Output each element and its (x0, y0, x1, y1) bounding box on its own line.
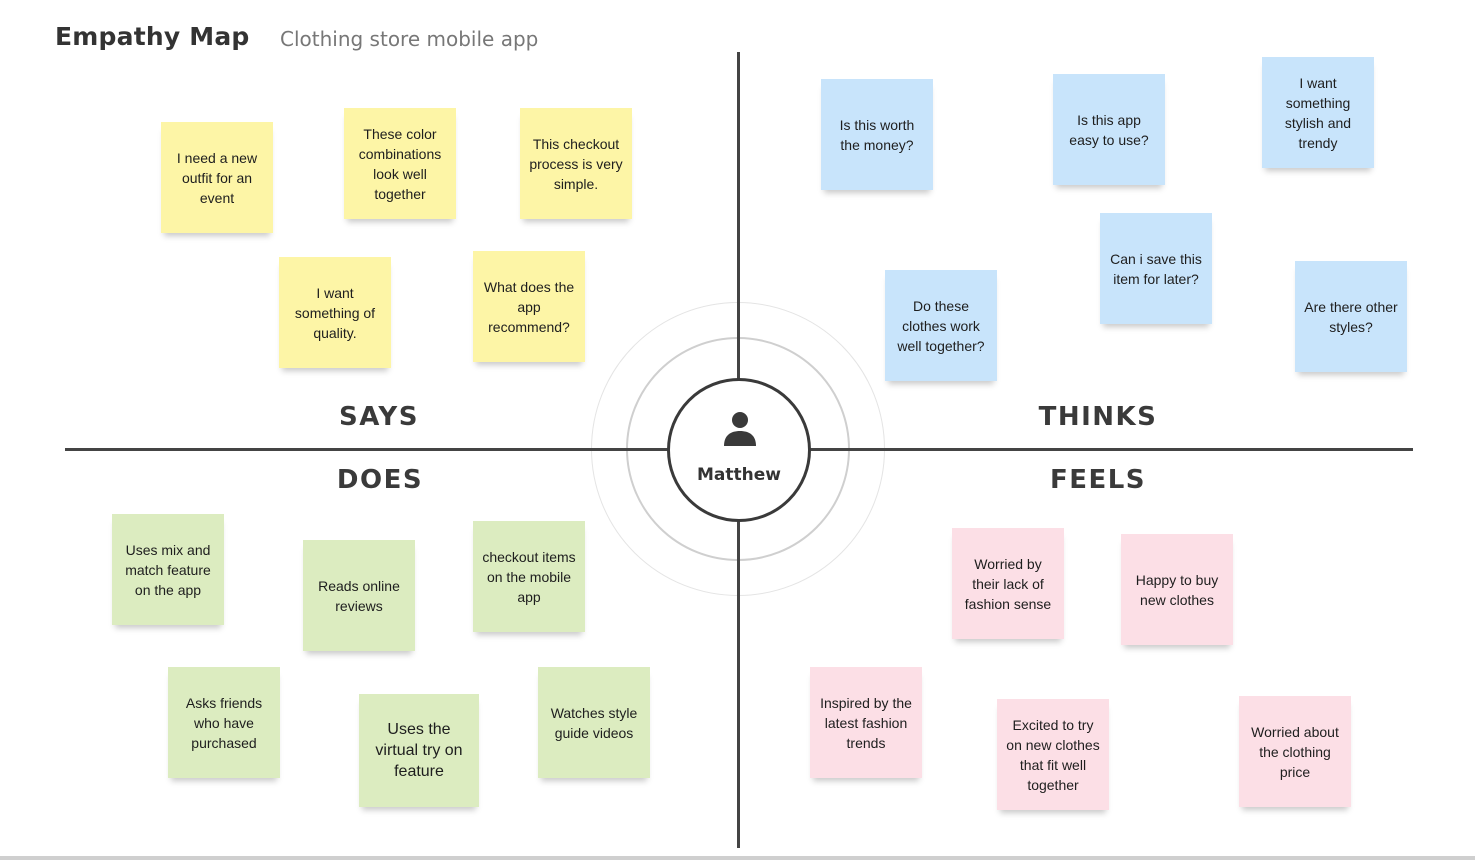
feels-note[interactable]: Worried about the clothing price (1239, 696, 1351, 807)
says-note[interactable]: What does the app recommend? (473, 251, 585, 362)
page-subtitle: Clothing store mobile app (280, 27, 539, 51)
feels-note[interactable]: Worried by their lack of fashion sense (952, 528, 1064, 639)
feels-note[interactable]: Excited to try on new clothes that fit w… (997, 699, 1109, 810)
thinks-note[interactable]: Is this app easy to use? (1053, 74, 1165, 185)
user-icon (724, 412, 756, 446)
says-note[interactable]: This checkout process is very simple. (520, 108, 632, 219)
page-title: Empathy Map (55, 22, 250, 51)
canvas-bottom-border (0, 856, 1475, 860)
does-note[interactable]: Uses mix and match feature on the app (112, 514, 224, 625)
feels-note[interactable]: Happy to buy new clothes (1121, 534, 1233, 645)
does-note[interactable]: Asks friends who have purchased (168, 667, 280, 778)
persona-circle[interactable]: Matthew (667, 378, 811, 522)
feels-label: FEELS (1049, 465, 1147, 495)
does-note[interactable]: Reads online reviews (303, 540, 415, 651)
thinks-note[interactable]: I want something stylish and trendy (1262, 57, 1374, 168)
does-note[interactable]: Watches style guide videos (538, 667, 650, 778)
feels-note[interactable]: Inspired by the latest fashion trends (810, 667, 922, 778)
does-note[interactable]: Uses the virtual try on feature (359, 694, 479, 807)
says-note[interactable]: These color combinations look well toget… (344, 108, 456, 219)
says-note[interactable]: I need a new outfit for an event (161, 122, 273, 233)
does-label: DOES (336, 465, 424, 495)
thinks-note[interactable]: Is this worth the money? (821, 79, 933, 190)
persona-name: Matthew (697, 465, 781, 485)
says-note[interactable]: I want something of quality. (279, 257, 391, 368)
thinks-note[interactable]: Are there other styles? (1295, 261, 1407, 372)
thinks-note[interactable]: Can i save this item for later? (1100, 213, 1212, 324)
does-note[interactable]: checkout items on the mobile app (473, 521, 585, 632)
thinks-note[interactable]: Do these clothes work well together? (885, 270, 997, 381)
thinks-label: THINKS (1038, 402, 1158, 432)
says-label: SAYS (339, 402, 419, 432)
